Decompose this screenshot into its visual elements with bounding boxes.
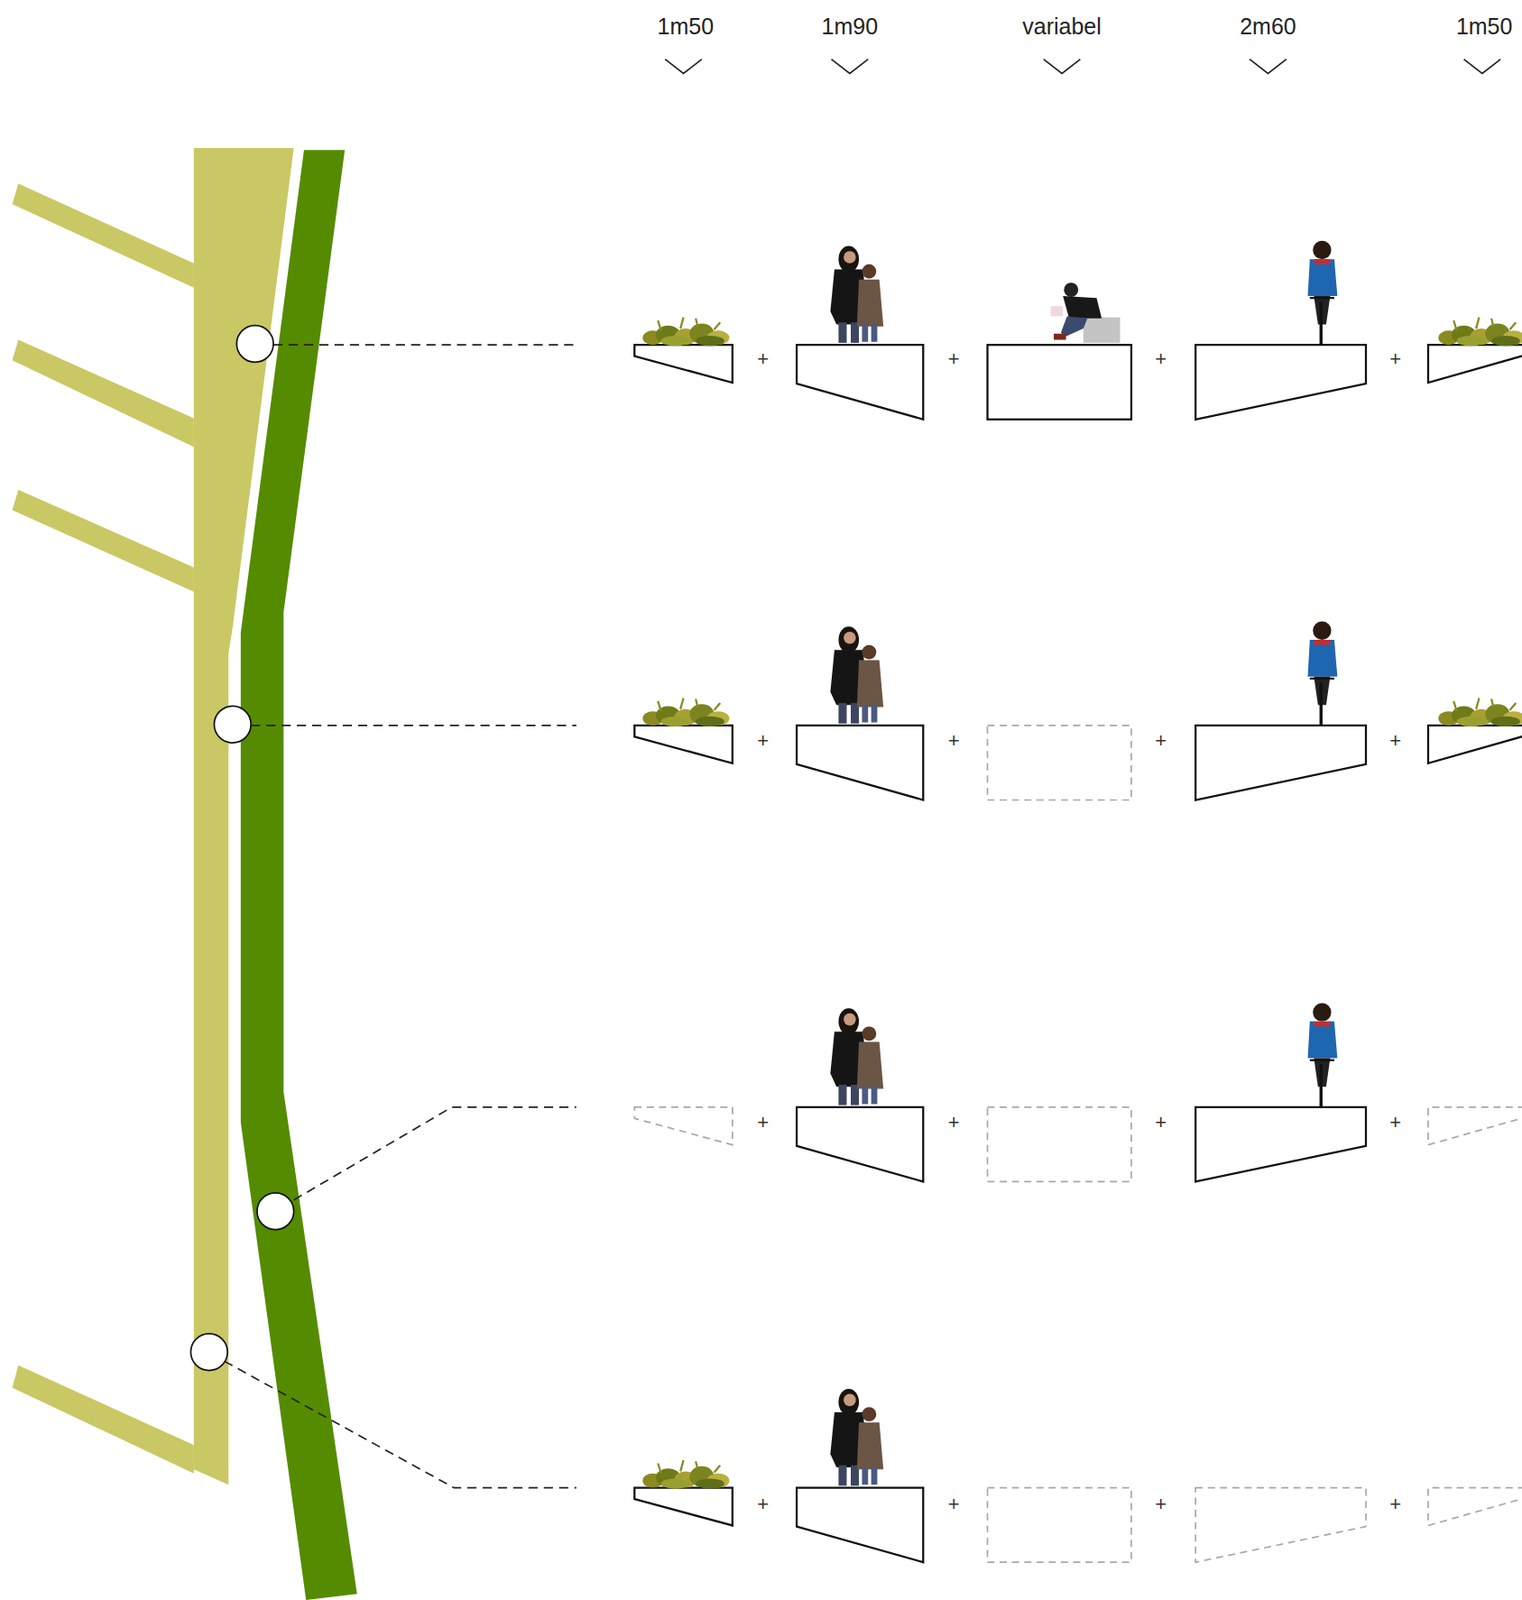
plus-sign: + <box>756 1110 769 1135</box>
plus-sign: + <box>1389 728 1402 753</box>
plus-sign: + <box>1389 1492 1402 1516</box>
dimension-label: 2m60 <box>1239 13 1297 40</box>
plus-sign: + <box>1389 347 1402 371</box>
chevron <box>664 59 1501 74</box>
plus-sign: + <box>1154 1110 1167 1135</box>
absent-section <box>634 725 1522 1562</box>
dimension-label: 1m50 <box>657 13 715 40</box>
plus-sign: + <box>756 347 769 371</box>
plus-sign: + <box>1389 1110 1402 1135</box>
plus-sign: + <box>1154 347 1167 371</box>
plus-sign: + <box>756 728 769 753</box>
dimension-label: 1m90 <box>821 13 879 40</box>
plus-sign: + <box>948 728 960 753</box>
plus-sign: + <box>1154 1492 1167 1516</box>
plus-sign: + <box>948 1110 960 1135</box>
route-map <box>12 147 358 1600</box>
plus-sign: + <box>756 1492 769 1516</box>
dimension-label: variabel <box>1022 13 1102 40</box>
dimension-label: 1m50 <box>1456 13 1513 40</box>
profile-section <box>634 344 1522 1562</box>
section-marker <box>190 325 294 1371</box>
leader-line <box>224 344 577 1487</box>
plus-sign: + <box>948 1492 960 1516</box>
plus-sign: + <box>1154 728 1167 753</box>
figure <box>642 240 1522 1489</box>
plus-sign: + <box>948 347 960 371</box>
